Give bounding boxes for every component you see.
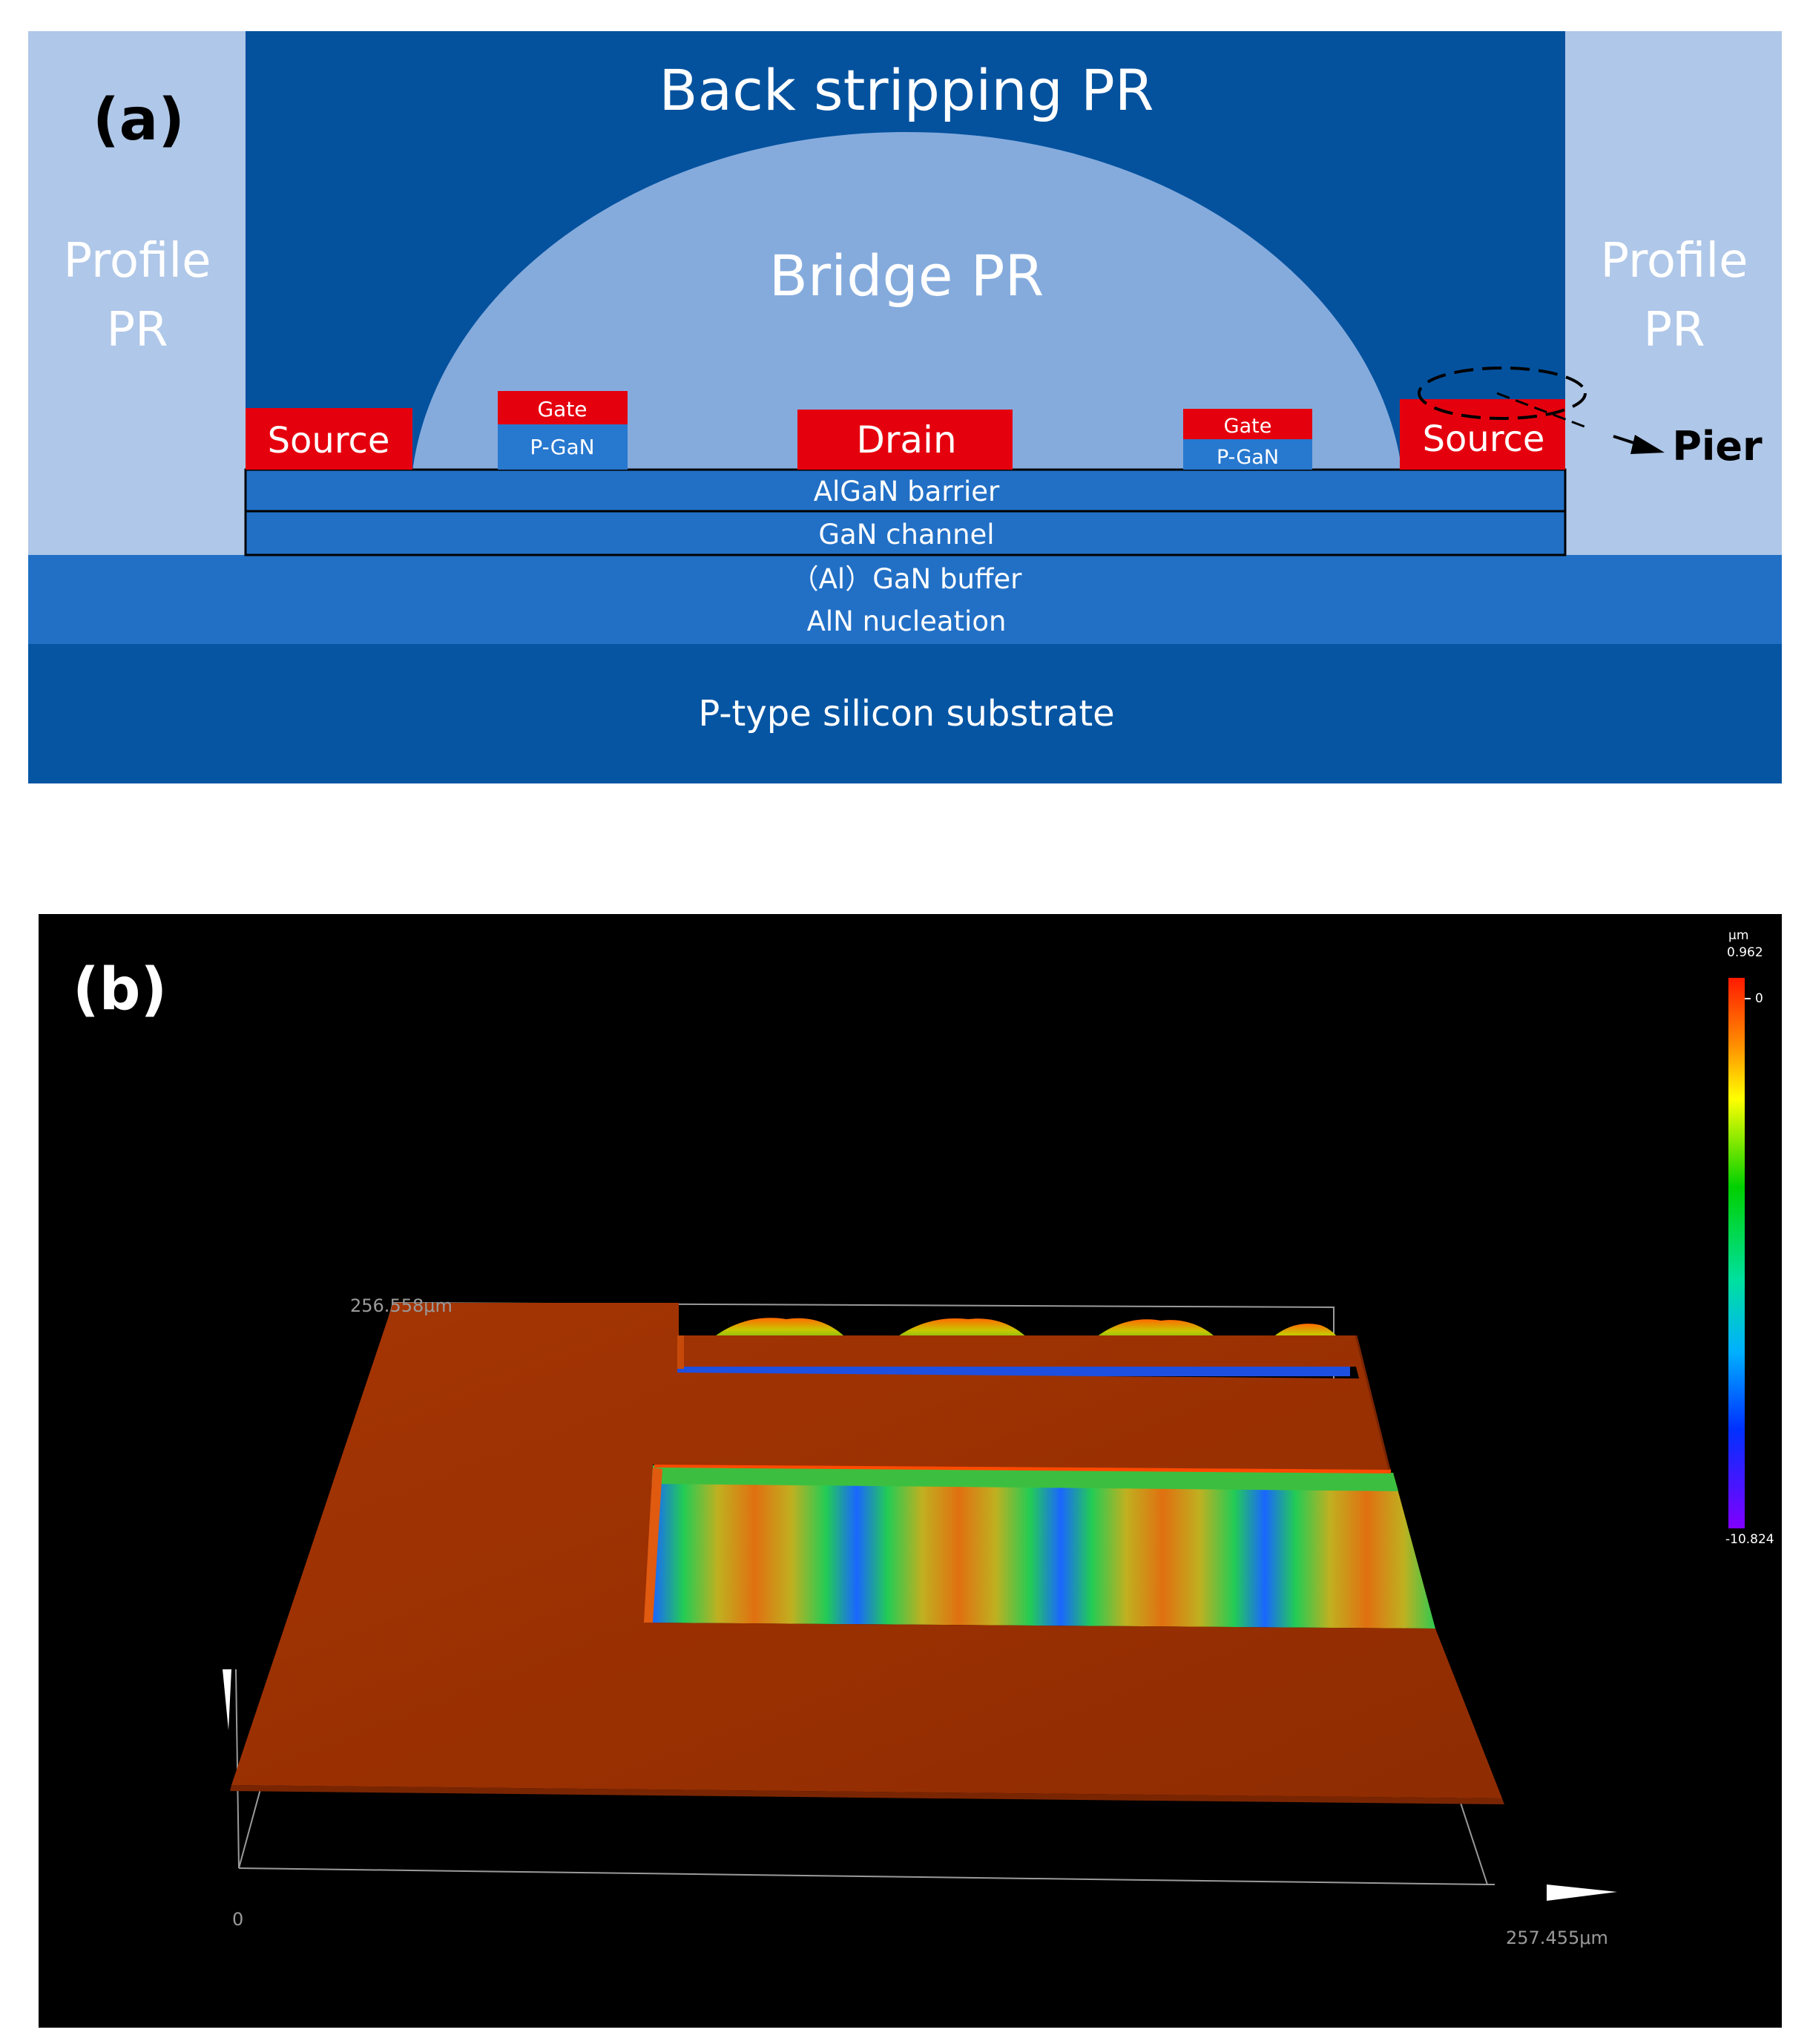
- lower-trench-floor: [644, 1469, 1435, 1629]
- colorbar-max-label: 0.962: [1727, 945, 1763, 960]
- gate-left-label: Gate: [537, 397, 587, 421]
- pier-highlight-ellipse: [1418, 367, 1587, 420]
- pier-arrow-line: [1496, 392, 1585, 428]
- profile-pr-right-label-line2: PR: [1643, 303, 1705, 358]
- origin-label: 0: [232, 1909, 243, 1930]
- drain-contact: [797, 410, 1013, 470]
- metal-front-edge: [230, 1785, 1504, 1804]
- gate-left-metal: [498, 391, 628, 424]
- profile-pr-right-region: [1565, 31, 1782, 558]
- bridge-pr-label: Bridge PR: [769, 243, 1044, 309]
- upper-trench-cutout-edge: [677, 1335, 684, 1369]
- panel-a-label: (a): [93, 87, 185, 154]
- x-axis-arrow: [1547, 1884, 1617, 1901]
- source-left-label: Source: [268, 420, 390, 461]
- aln-nucleation-label: AlN nucleation: [807, 605, 1007, 637]
- lower-trench-rim: [654, 1463, 1392, 1473]
- pier-arrow-head: [1630, 435, 1665, 454]
- pgan-left-layer: [498, 424, 628, 470]
- panel-a-cross-section: (a) Back stripping PR Bridge PR Profile …: [28, 31, 1782, 783]
- colorbar-zero-label: 0: [1755, 991, 1763, 1006]
- bridge-pr-dome: [412, 132, 1402, 472]
- algan-barrier-label: AlGaN barrier: [814, 476, 1000, 507]
- algan-buffer-label: （Al）GaN buffer: [792, 563, 1023, 595]
- gan-channel-label: GaN channel: [818, 519, 994, 551]
- substrate-layer: [28, 644, 1782, 783]
- gate-right-label: Gate: [1224, 415, 1272, 438]
- x-extent-label: 257.455μm: [1506, 1928, 1608, 1948]
- profile-pr-left-region: [28, 31, 246, 558]
- profile-pr-left-label-line2: PR: [106, 303, 168, 358]
- colorbar-min-label: -10.824: [1725, 1532, 1774, 1547]
- pgan-right-label: P-GaN: [1217, 446, 1279, 469]
- y-extent-label: 256.558μm: [350, 1295, 452, 1316]
- gan-channel-layer: [244, 510, 1567, 556]
- source-right-contact: [1400, 399, 1565, 470]
- metal-surface: [231, 1303, 1502, 1798]
- source-right-label: Source: [1423, 418, 1545, 460]
- source-left-contact: [246, 408, 412, 470]
- metal-right-edge: [1355, 1335, 1391, 1470]
- gate-right-metal: [1183, 409, 1312, 439]
- colorbar-unit-label: μm: [1728, 928, 1748, 943]
- pgan-right-layer: [1183, 439, 1312, 470]
- pgan-left-label: P-GaN: [530, 435, 594, 459]
- substrate-label: P-type silicon substrate: [698, 693, 1114, 735]
- z-axis-arrow: [223, 1669, 231, 1730]
- lower-trench-left-wall: [642, 1468, 662, 1623]
- back-stripping-pr-label: Back stripping PR: [659, 57, 1154, 123]
- profile-pr-left-label-line1: Profile: [64, 234, 211, 289]
- buffer-nucleation-layer: [28, 555, 1782, 644]
- drain-label: Drain: [856, 418, 956, 461]
- profile-pr-right-label-line1: Profile: [1601, 234, 1748, 289]
- pier-label: Pier: [1672, 423, 1763, 470]
- colorbar: [1728, 978, 1745, 1528]
- panel-b-label: (b): [73, 956, 167, 1023]
- panel-b-3d-profile: (b) 256.558μm 0 257.455μm μm 0.962 0 -10…: [39, 914, 1782, 2028]
